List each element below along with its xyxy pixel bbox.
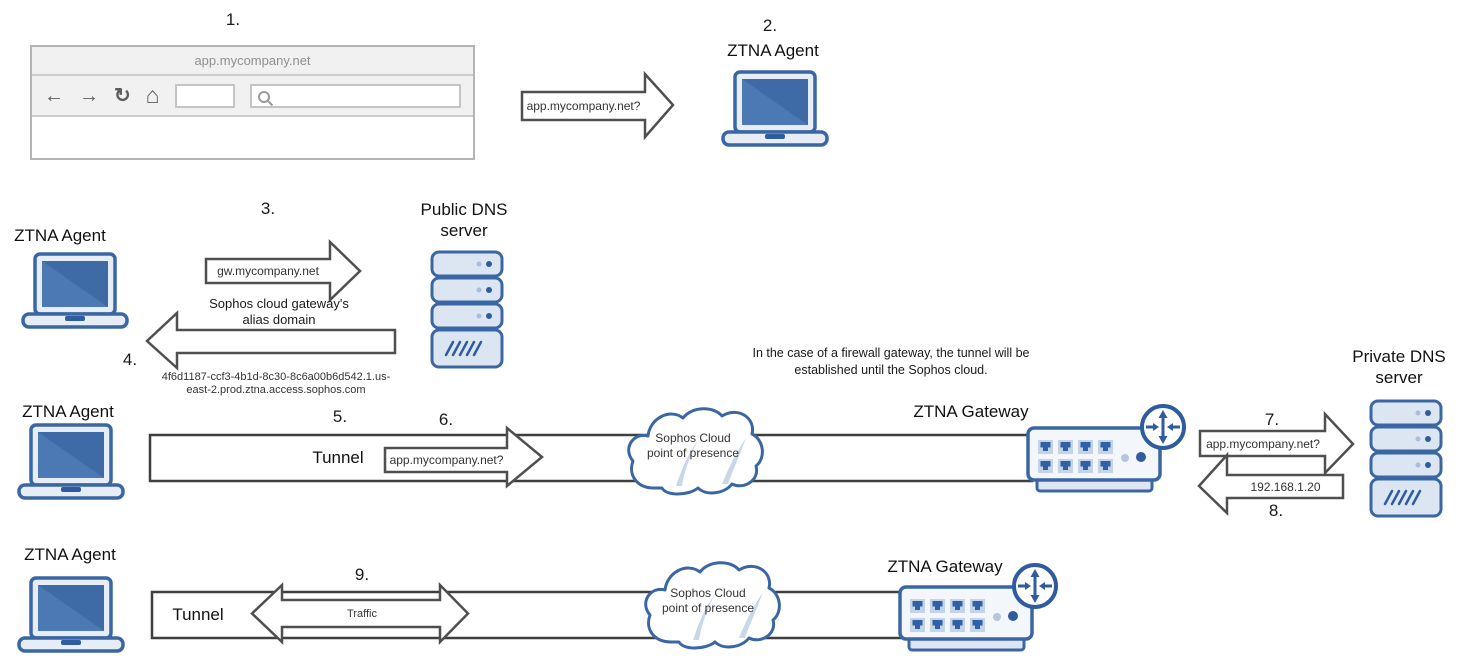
forward-icon[interactable]: →: [79, 84, 99, 107]
tunnel-rect-dns: [148, 433, 1034, 483]
browser-toolbar: ← → ↻ ⌂: [32, 76, 473, 117]
public-dns-label: Public DNS server: [420, 200, 508, 240]
laptop-icon: [721, 70, 829, 147]
resolved-ip-label: 192.168.1.20: [1250, 480, 1321, 494]
private-dns-label: Private DNS server: [1352, 347, 1446, 387]
ztna-agent-label: ZTNA Agent: [22, 402, 114, 421]
laptop-icon: [17, 423, 125, 500]
browser-window: app.mycompany.net ← → ↻ ⌂: [30, 45, 475, 160]
dns-server-icon: [432, 252, 502, 367]
alias-caption-label: Sophos cloud gateway's alias domain: [209, 296, 349, 327]
laptop-icon: [17, 576, 125, 653]
step-9-label: 9.: [354, 565, 370, 584]
arrow-app-query-to-agent: [520, 70, 675, 141]
alias-domain-label: 4f6d1187-ccf3-4b1d-8c30-8c6a00b6d542.1.u…: [161, 371, 391, 396]
ztna-agent-label: ZTNA Agent: [24, 545, 116, 564]
ztna-gateway-label: ZTNA Gateway: [887, 557, 1003, 576]
step-5-label: 5.: [332, 407, 348, 426]
back-icon[interactable]: ←: [44, 84, 64, 107]
step-8-label: 8.: [1268, 501, 1284, 520]
app-query-label: app.mycompany.net?: [1206, 437, 1320, 451]
arrow-app-query-in-tunnel: [383, 425, 544, 489]
step-4-label: 4.: [122, 350, 138, 369]
search-icon: [257, 90, 273, 106]
traffic-label: Traffic: [347, 608, 377, 620]
ztna-agent-label: ZTNA Agent: [727, 41, 819, 60]
reload-icon[interactable]: ↻: [114, 84, 131, 107]
firewall-note: In the case of a firewall gateway, the t…: [752, 346, 1030, 377]
step-3-label: 3.: [260, 199, 276, 218]
home-icon[interactable]: ⌂: [145, 82, 160, 108]
ztna-gateway-icon: [1028, 406, 1184, 491]
search-input[interactable]: [249, 83, 461, 108]
app-query-label: app.mycompany.net?: [526, 99, 641, 113]
laptop-icon: [21, 252, 129, 329]
app-query-label: app.mycompany.net?: [389, 453, 504, 467]
step-1-label: 1.: [225, 10, 241, 29]
arrow-alias-response-to-agent: [145, 310, 397, 371]
ztna-agent-label: ZTNA Agent: [14, 226, 106, 245]
arrow-gw-query-to-publicdns: [204, 239, 362, 303]
tunnel-label: Tunnel: [312, 448, 364, 467]
step-6-label: 6.: [438, 410, 454, 429]
gw-query-label: gw.mycompany.net: [217, 264, 319, 278]
arrow-ip-response-to-gateway: [1197, 451, 1345, 516]
cloud-pop-label: Sophos Cloud point of presence: [661, 586, 755, 615]
mini-input[interactable]: [174, 83, 235, 108]
arrow-traffic-bidirectional: [250, 581, 470, 646]
ztna-gateway-icon: [900, 565, 1056, 650]
step-7-label: 7.: [1264, 410, 1280, 429]
browser-address-text: app.mycompany.net: [194, 53, 311, 68]
arrow-app-query-to-privatedns: [1198, 410, 1355, 477]
tunnel-label: Tunnel: [172, 605, 224, 624]
browser-content-area: [32, 117, 473, 158]
dns-server-icon: [1371, 401, 1441, 516]
cloud-pop-label: Sophos Cloud point of presence: [646, 431, 740, 460]
ztna-gateway-label: ZTNA Gateway: [913, 402, 1029, 421]
browser-titlebar: app.mycompany.net: [32, 47, 473, 76]
step-2-label: 2.: [762, 16, 778, 35]
